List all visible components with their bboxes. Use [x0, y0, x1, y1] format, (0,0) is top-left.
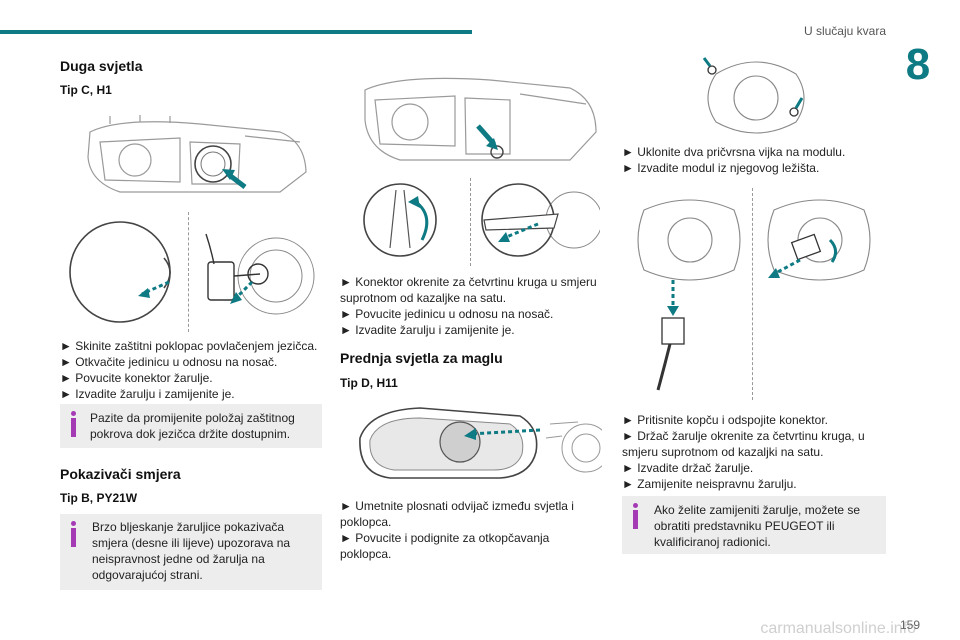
step-item: ► Povucite jedinicu u odnosu na nosač. — [340, 307, 554, 321]
headlamp-illustration-connector — [364, 77, 597, 161]
note-box-pokazivaci: Brzo bljeskanje žaruljice pokazivača smj… — [60, 514, 322, 590]
fog-module-screws-illustration — [702, 57, 805, 134]
step-item: ► Skinite zaštitni poklopac povlačenjem … — [60, 339, 318, 353]
steps-bulb-holder: ► Pritisnite kopču i odspojite konektor.… — [622, 412, 886, 492]
heading-tip-c: Tip C, H1 — [60, 83, 112, 97]
headlamp-illustration-c — [87, 115, 307, 193]
step-item: ► Umetnite plosnati odvijač između svjet… — [340, 499, 574, 529]
illustration-divider — [470, 178, 471, 266]
steps-duga-svjetla: ► Skinite zaštitni poklopac povlačenjem … — [60, 338, 322, 402]
heading-tip-d: Tip D, H11 — [340, 376, 398, 390]
section-title: U slučaju kvara — [803, 24, 886, 38]
note-box-duga: Pazite da promijenite položaj zaštitnog … — [60, 404, 322, 448]
watermark: carmanualsonline.info — [760, 620, 916, 637]
info-icon — [69, 411, 81, 437]
cover-removal-illustration — [69, 221, 171, 323]
unit-pull-illustration — [481, 183, 600, 257]
note-text: Ako želite zamijeniti žarulje, možete se… — [654, 503, 861, 549]
illustration-divider — [188, 212, 189, 332]
connector-unclip-illustration — [767, 199, 871, 281]
step-item: ► Izvadite žarulju i zamijenite je. — [340, 323, 515, 337]
steps-magla: ► Umetnite plosnati odvijač između svjet… — [340, 498, 602, 562]
heading-tip-b: Tip B, PY21W — [60, 491, 138, 505]
bulb-connector-illustration — [205, 233, 315, 315]
step-item: ► Povucite i podignite za otkopčavanja p… — [340, 531, 550, 561]
heading-pokazivaci-smjera: Pokazivači smjera — [60, 466, 181, 482]
fog-lamp-illustration — [359, 407, 602, 479]
step-item: ► Izvadite modul iz njegovog ležišta. — [622, 161, 820, 175]
step-item: ► Izvadite žarulju i zamijenite je. — [60, 387, 235, 401]
connector-rotate-illustration — [363, 183, 437, 257]
header-accent-bar — [0, 30, 472, 34]
note-text: Pazite da promijenite položaj zaštitnog … — [90, 411, 295, 441]
step-item: ► Otkvačite jedinicu u odnosu na nosač. — [60, 355, 278, 369]
step-item: ► Konektor okrenite za četvrtinu kruga u… — [340, 275, 597, 305]
step-item: ► Zamijenite neispravnu žarulju. — [622, 477, 797, 491]
step-item: ► Povucite konektor žarulje. — [60, 371, 213, 385]
steps-module: ► Uklonite dva pričvrsna vijka na modulu… — [622, 144, 886, 176]
chapter-number: 8 — [905, 40, 931, 89]
step-item: ► Držač žarulje okrenite za četvrtinu kr… — [622, 429, 865, 459]
page-number: 159 — [899, 618, 920, 632]
illustration-divider — [752, 188, 753, 400]
info-icon — [69, 521, 81, 547]
step-item: ► Izvadite držač žarulje. — [622, 461, 754, 475]
heading-prednja-svjetla-za-maglu: Prednja svjetla za maglu — [340, 350, 503, 366]
bulb-holder-illustration — [637, 199, 741, 391]
note-box-peugeot: Ako želite zamijeniti žarulje, možete se… — [622, 496, 886, 554]
note-text: Brzo bljeskanje žaruljice pokazivača smj… — [92, 520, 291, 582]
step-item: ► Uklonite dva pričvrsna vijka na modulu… — [622, 145, 846, 159]
steps-connector: ► Konektor okrenite za četvrtinu kruga u… — [340, 274, 602, 338]
heading-duga-svjetla: Duga svjetla — [60, 58, 143, 74]
step-item: ► Pritisnite kopču i odspojite konektor. — [622, 413, 828, 427]
info-icon — [631, 503, 643, 529]
